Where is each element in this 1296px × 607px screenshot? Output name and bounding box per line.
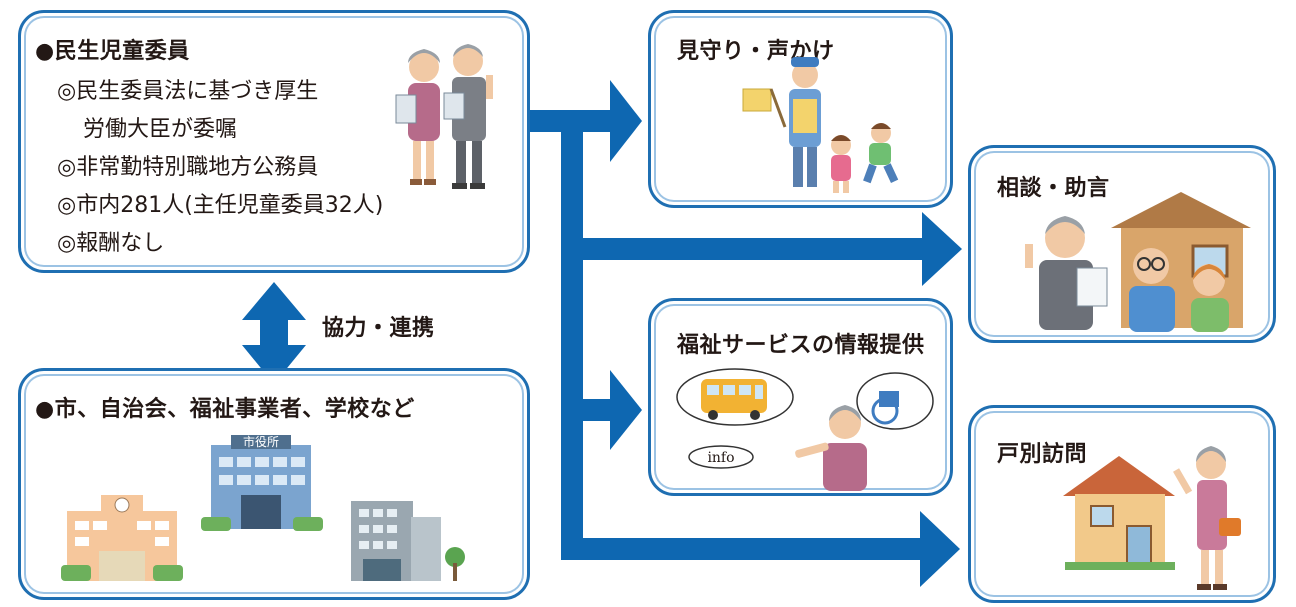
consultation-illustration [1025,192,1251,332]
arrow-head-mimamori [610,80,642,162]
arrow-trunk-vertical [561,110,583,550]
info-bubble-text: info [707,450,734,466]
joho-box: 福祉サービスの情報提供 info [648,298,953,496]
arrow-head-soudan [922,212,962,286]
school-icon [61,495,183,581]
arrow-shaft-joho [583,399,615,421]
minsei-item-3: ◎非常勤特別職地方公務員 [57,155,319,180]
soudan-title: 相談・助言 [997,176,1110,201]
partners-box: ●市、自治会、福祉事業者、学校など 市役所 [18,368,530,600]
city-hall-sign: 市役所 [243,434,279,449]
kobetsu-box: 戸別訪問 [968,405,1276,603]
soudan-box: 相談・助言 [968,145,1276,343]
arrow-head-kobetsu [920,511,960,587]
office-building-icon [351,501,465,581]
arrow-head-joho [610,370,642,450]
minsei-item-4: ◎市内281人(主任児童委員32人) [57,193,384,218]
minsei-item-1: ◎民生委員法に基づき厚生 [57,79,319,104]
minsei-title: ●民生児童委員 [35,39,190,64]
cooperation-label: 協力・連携 [322,316,435,341]
crossing-guard-illustration [742,57,899,193]
city-hall-icon: 市役所 [201,434,323,531]
kobetsu-title: 戸別訪問 [997,442,1088,467]
home-visit-illustration [1063,446,1241,590]
volunteer-couple-illustration [395,44,493,189]
service-info-illustration: info [676,368,934,491]
joho-title: 福祉サービスの情報提供 [677,333,925,358]
partners-title: ●市、自治会、福祉事業者、学校など [35,397,415,422]
arrow-shaft-soudan [583,238,928,260]
minsei-item-5: ◎報酬なし [57,231,165,256]
minsei-box: ●民生児童委員 ◎民生委員法に基づき厚生 労働大臣が委嘱 ◎非常勤特別職地方公務… [18,10,530,273]
minsei-item-2: 労働大臣が委嘱 [83,117,238,142]
arrow-shaft-kobetsu [561,538,926,560]
community-buildings-illustration: 市役所 [61,434,465,581]
mimamori-box: 見守り・声かけ [648,10,953,208]
arrow-shaft-mimamori [583,110,615,132]
arrow-bidirectional [242,282,306,384]
